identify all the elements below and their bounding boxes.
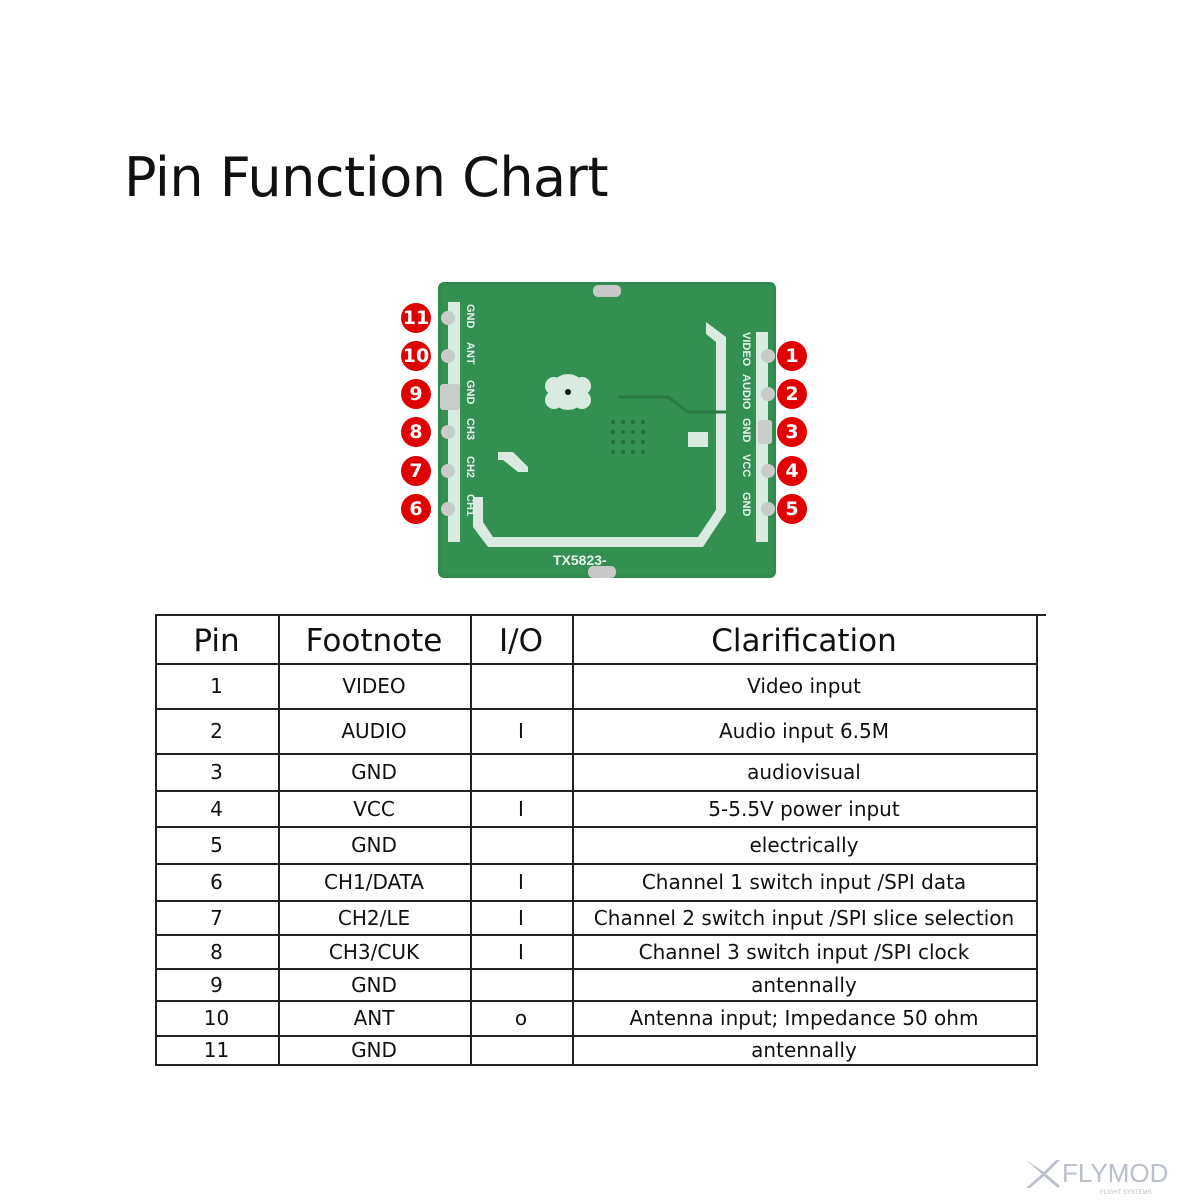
pcb-board-image: GND ANT GND CH3 CH2 CH1 VIDEO AUDIO GND … <box>438 282 776 578</box>
table-cell-io: I <box>518 870 524 894</box>
page-title: Pin Function Chart <box>124 146 609 209</box>
silk-label: VCC <box>740 454 752 478</box>
table-cell-io: o <box>514 1006 528 1030</box>
table-cell-clarification: Antenna input; Impedance 50 ohm <box>629 1006 979 1030</box>
table-cell-footnote: VCC <box>353 797 395 821</box>
table-cell-footnote: CH3/CUK <box>328 940 420 964</box>
table-cell-clarification: Channel 2 switch input /SPI slice select… <box>593 906 1015 930</box>
pin-badge: 4 <box>777 456 807 486</box>
svg-text:FLIGHT SYSTEMS: FLIGHT SYSTEMS <box>1100 1190 1152 1196</box>
pin-badge: 7 <box>401 456 431 486</box>
table-cell-clarification: Channel 1 switch input /SPI data <box>641 870 967 894</box>
table-header-pin: Pin <box>193 623 240 659</box>
row-divider <box>155 790 1038 792</box>
row-divider <box>155 900 1038 902</box>
column-divider <box>572 615 574 1066</box>
table-cell-pin: 3 <box>210 760 223 784</box>
table-cell-pin: 6 <box>210 870 223 894</box>
table-cell-footnote: GND <box>351 760 397 784</box>
column-divider <box>1036 615 1038 1066</box>
table-top-border <box>155 614 1046 616</box>
silk-label: AUDIO <box>740 374 752 410</box>
table-cell-pin: 5 <box>210 833 223 857</box>
table-cell-io: I <box>518 797 524 821</box>
row-divider <box>155 663 1038 665</box>
column-divider <box>470 615 472 1066</box>
flymod-logo: FLYMOD FLIGHT SYSTEMS <box>1022 1156 1192 1196</box>
table-cell-clarification: electrically <box>749 833 859 857</box>
table-cell-footnote: GND <box>351 1038 397 1062</box>
model-marking: TX5823- <box>553 552 607 568</box>
table-cell-footnote: CH1/DATA <box>324 870 424 894</box>
row-divider <box>155 1064 1038 1066</box>
svg-text:FLYMOD: FLYMOD <box>1062 1158 1168 1188</box>
table-cell-pin: 8 <box>210 940 223 964</box>
table-cell-io: I <box>518 719 524 743</box>
table-cell-footnote: CH2/LE <box>337 906 411 930</box>
table-cell-footnote: GND <box>351 833 397 857</box>
row-divider <box>155 968 1038 970</box>
table-header-clarification: Clarification <box>711 623 897 659</box>
table-cell-clarification: Audio input 6.5M <box>718 719 890 743</box>
silk-label: GND <box>464 304 476 329</box>
table-cell-pin: 10 <box>203 1006 230 1030</box>
propeller-icon: FLYMOD FLIGHT SYSTEMS <box>1026 1158 1168 1196</box>
row-divider <box>155 934 1038 936</box>
silk-label: GND <box>464 380 476 405</box>
table-cell-footnote: GND <box>351 973 397 997</box>
row-divider <box>155 1035 1038 1037</box>
pin-badge: 10 <box>401 341 431 371</box>
pin-badge: 3 <box>777 417 807 447</box>
table-cell-io: I <box>518 940 524 964</box>
pcb-illustration <box>438 282 776 578</box>
table-cell-clarification: antennally <box>751 973 857 997</box>
table-cell-footnote: ANT <box>353 1006 395 1030</box>
pin-badge: 8 <box>401 417 431 447</box>
silk-label: GND <box>740 492 752 517</box>
table-cell-clarification: 5-5.5V power input <box>708 797 900 821</box>
pin-badge: 6 <box>401 494 431 524</box>
table-cell-footnote: VIDEO <box>342 674 406 698</box>
table-cell-pin: 2 <box>210 719 223 743</box>
column-divider <box>155 615 157 1066</box>
pin-badge: 1 <box>777 341 807 371</box>
silk-label: GND <box>740 418 752 443</box>
row-divider <box>155 863 1038 865</box>
table-cell-pin: 9 <box>210 973 223 997</box>
row-divider <box>155 708 1038 710</box>
pin-badge: 5 <box>777 494 807 524</box>
pin-badge: 2 <box>777 379 807 409</box>
silk-label: ANT <box>464 342 476 365</box>
table-cell-pin: 1 <box>210 674 223 698</box>
table-header-io: I/O <box>499 623 543 659</box>
row-divider <box>155 1000 1038 1002</box>
table-cell-clarification: audiovisual <box>747 760 861 784</box>
table-cell-pin: 4 <box>210 797 223 821</box>
silk-label: CH2 <box>464 456 476 479</box>
pin-badge: 9 <box>401 379 431 409</box>
silk-label: CH1 <box>464 494 476 517</box>
silk-label: VIDEO <box>740 332 752 367</box>
table-cell-clarification: Channel 3 switch input /SPI clock <box>638 940 970 964</box>
table-cell-pin: 11 <box>203 1038 230 1062</box>
pin-badge: 11 <box>401 303 431 333</box>
row-divider <box>155 826 1038 828</box>
table-cell-footnote: AUDIO <box>341 719 407 743</box>
row-divider <box>155 753 1038 755</box>
column-divider <box>278 615 280 1066</box>
table-cell-io: I <box>518 906 524 930</box>
table-cell-clarification: Video input <box>747 674 861 698</box>
table-header-footnote: Footnote <box>305 623 443 659</box>
table-cell-clarification: antennally <box>751 1038 857 1062</box>
silk-label: CH3 <box>464 418 476 441</box>
table-cell-pin: 7 <box>210 906 223 930</box>
